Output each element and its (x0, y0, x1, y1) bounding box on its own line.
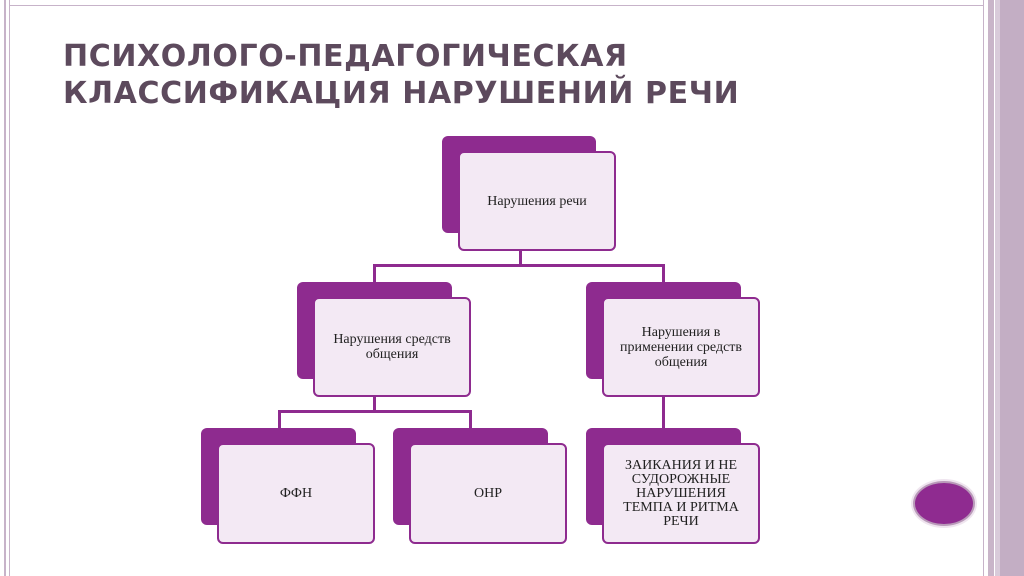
connector-level2-bar (373, 264, 665, 267)
connector-level3-bar (278, 410, 472, 413)
connector-to-left-branch (373, 264, 376, 286)
frame-line-right (983, 0, 984, 576)
node-communication-means-disorders: Нарушения средств общения (313, 297, 471, 397)
connector-root-down (519, 238, 522, 266)
connector-left-branch-down (373, 395, 376, 412)
connector-to-onr (469, 410, 472, 431)
slide-title: ПСИХОЛОГО-ПЕДАГОГИЧЕСКАЯ КЛАССИФИКАЦИЯ Н… (63, 39, 740, 111)
node-ffn: ФФН (217, 443, 375, 544)
right-side-stripe (988, 0, 994, 576)
connector-to-right-branch (662, 264, 665, 286)
frame-line-left-outer (4, 0, 6, 576)
frame-line-top (9, 5, 984, 6)
node-stuttering-and-tempo-disorders: заикания и не судорожные нарушения темпа… (602, 443, 760, 544)
right-side-panel (1000, 0, 1024, 576)
connector-right-branch-down (662, 395, 665, 432)
frame-line-left-inner (9, 0, 10, 576)
connector-to-ffn (278, 410, 281, 431)
node-onr: ОНР (409, 443, 567, 544)
node-speech-disorders: Нарушения речи (458, 151, 616, 251)
right-side-stripe-light (995, 0, 1000, 576)
node-communication-use-disorders: Нарушения в применении средств общения (602, 297, 760, 397)
slide-nav-button[interactable] (913, 481, 975, 526)
